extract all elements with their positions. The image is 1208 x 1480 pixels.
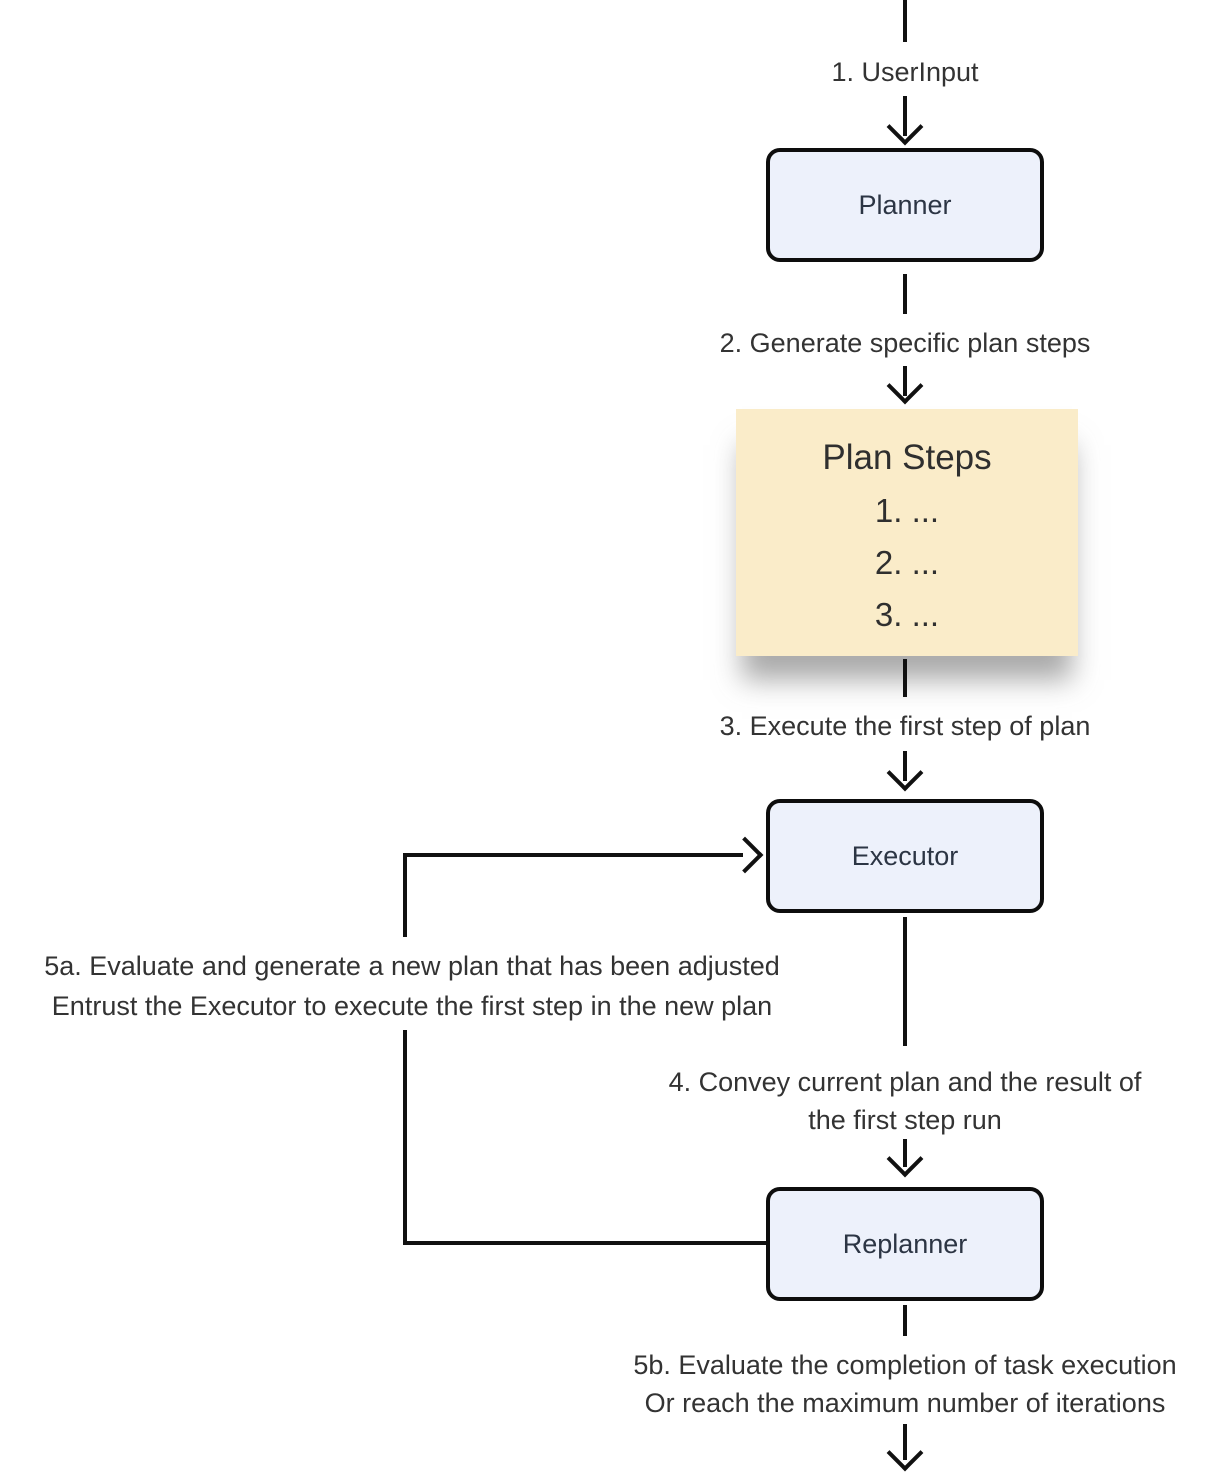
loop-line-vertical-lower xyxy=(403,1030,407,1245)
edge-line-exit xyxy=(903,1424,907,1460)
edge-line-to-executor xyxy=(903,751,907,781)
edge-line-to-plansteps xyxy=(903,366,907,396)
arrowhead-right-icon xyxy=(726,836,764,874)
edge-label-evaluate-completion: 5b. Evaluate the completion of task exec… xyxy=(555,1346,1208,1422)
edge-line-executor-out xyxy=(903,917,907,1046)
edge-label-replan: 5a. Evaluate and generate a new plan tha… xyxy=(0,946,824,1026)
edge-label-text: Or reach the maximum number of iteration… xyxy=(644,1388,1166,1418)
arrowhead-down-icon xyxy=(886,754,924,792)
arrowhead-down-icon xyxy=(886,367,924,405)
edge-line-planner-out xyxy=(903,274,907,314)
edge-label-text: 3. Execute the first step of plan xyxy=(719,711,1091,741)
planner-node-label: Planner xyxy=(858,189,952,220)
edge-label-text: 1. UserInput xyxy=(831,57,979,87)
edge-line-entry xyxy=(903,0,907,42)
edge-label-text: 5a. Evaluate and generate a new plan tha… xyxy=(44,951,780,981)
edge-line-to-replanner xyxy=(903,1139,907,1167)
loop-line-vertical-upper xyxy=(403,853,407,937)
plan-step-item: 2. ... xyxy=(874,544,940,581)
arrowhead-down-icon xyxy=(886,1140,924,1178)
edge-line-replanner-out xyxy=(903,1305,907,1336)
loop-line-bottom xyxy=(403,1241,767,1245)
edge-label-generate-plan: 2. Generate specific plan steps xyxy=(555,324,1208,362)
edge-line-plansteps-out xyxy=(903,659,907,697)
edge-line-to-planner xyxy=(903,96,907,136)
plan-steps-note: Plan Steps 1. ... 2. ... 3. ... xyxy=(736,409,1078,656)
plan-steps-title: Plan Steps xyxy=(822,438,992,477)
edge-label-convey-result: 4. Convey current plan and the result of… xyxy=(555,1063,1208,1139)
edge-label-text: 4. Convey current plan and the result of xyxy=(668,1067,1142,1097)
planner-node: Planner xyxy=(766,148,1044,262)
replanner-node: Replanner xyxy=(766,1187,1044,1301)
edge-label-text: 5b. Evaluate the completion of task exec… xyxy=(633,1350,1177,1380)
edge-label-execute-first: 3. Execute the first step of plan xyxy=(555,707,1208,745)
loop-line-top xyxy=(403,853,743,857)
edge-label-text: the first step run xyxy=(808,1105,1002,1135)
arrowhead-down-icon xyxy=(886,1434,924,1472)
edge-label-text: 2. Generate specific plan steps xyxy=(719,328,1091,358)
plan-step-item: 3. ... xyxy=(874,596,940,633)
executor-node: Executor xyxy=(766,799,1044,913)
plan-step-item: 1. ... xyxy=(874,492,940,529)
edge-label-userinput: 1. UserInput xyxy=(555,53,1208,91)
arrowhead-down-icon xyxy=(886,108,924,146)
executor-node-label: Executor xyxy=(851,840,959,871)
edge-label-text: Entrust the Executor to execute the firs… xyxy=(51,991,773,1021)
replanner-node-label: Replanner xyxy=(842,1228,968,1259)
